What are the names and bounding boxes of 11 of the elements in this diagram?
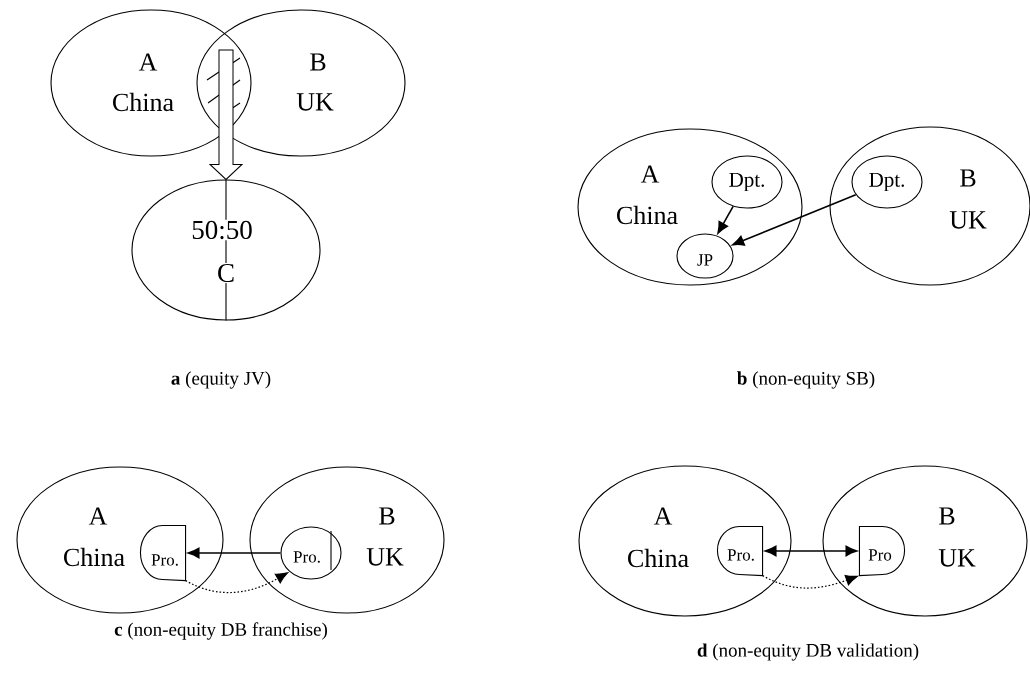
- dotted-arrow: [761, 574, 858, 589]
- arrow: [732, 193, 857, 246]
- arrow: [717, 205, 734, 234]
- panel-caption: c (non-equity DB franchise): [114, 622, 327, 640]
- panel-caption: a (equity JV): [171, 371, 271, 389]
- panel-caption: d (non-equity DB validation): [697, 643, 919, 661]
- arrow: [187, 547, 282, 559]
- panel-caption: b (non-equity SB): [737, 371, 875, 389]
- dotted-arrow: [184, 572, 289, 594]
- arrow: [764, 545, 858, 557]
- block-arrow: [209, 49, 243, 180]
